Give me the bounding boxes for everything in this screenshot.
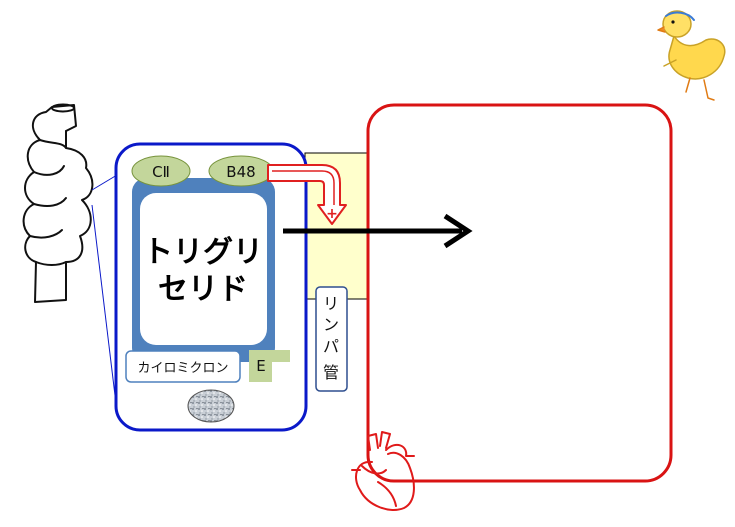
chick-icon: [657, 10, 726, 101]
chylomicron-label: カイロミクロン: [137, 361, 228, 376]
apo-b48-label: B48: [226, 163, 255, 181]
heart-icon: [351, 431, 415, 511]
lymph-label-4: 管: [323, 363, 339, 382]
granule-icon: [187, 389, 235, 423]
activation-arrow-inner: [272, 170, 335, 205]
apo-e-label: E: [256, 357, 265, 375]
lymph-label-3: パ: [323, 337, 339, 356]
zoom-line-top: [91, 174, 118, 191]
apo-c2-label: CⅡ: [152, 163, 170, 181]
apo-e-protein: [249, 350, 290, 382]
lymph-label-2: ン: [323, 315, 339, 334]
lymph-label-1: リ: [323, 294, 339, 313]
activation-plus-sign: +: [326, 206, 338, 222]
lymph-label-box: [315, 286, 348, 392]
triglyceride-label-2: セリド: [158, 272, 248, 307]
transport-arrowhead: [443, 213, 473, 249]
zoom-line-bottom: [91, 204, 118, 413]
activation-arrow: [267, 164, 347, 225]
blood-circulation-box: [366, 103, 673, 483]
triglyceride-core: [140, 193, 267, 345]
apo-c2-protein: [131, 155, 191, 187]
intestine-icon: [22, 103, 94, 303]
triglyceride-label-1: トリグリ: [143, 235, 263, 270]
chylomicron-label-box: [125, 350, 241, 383]
